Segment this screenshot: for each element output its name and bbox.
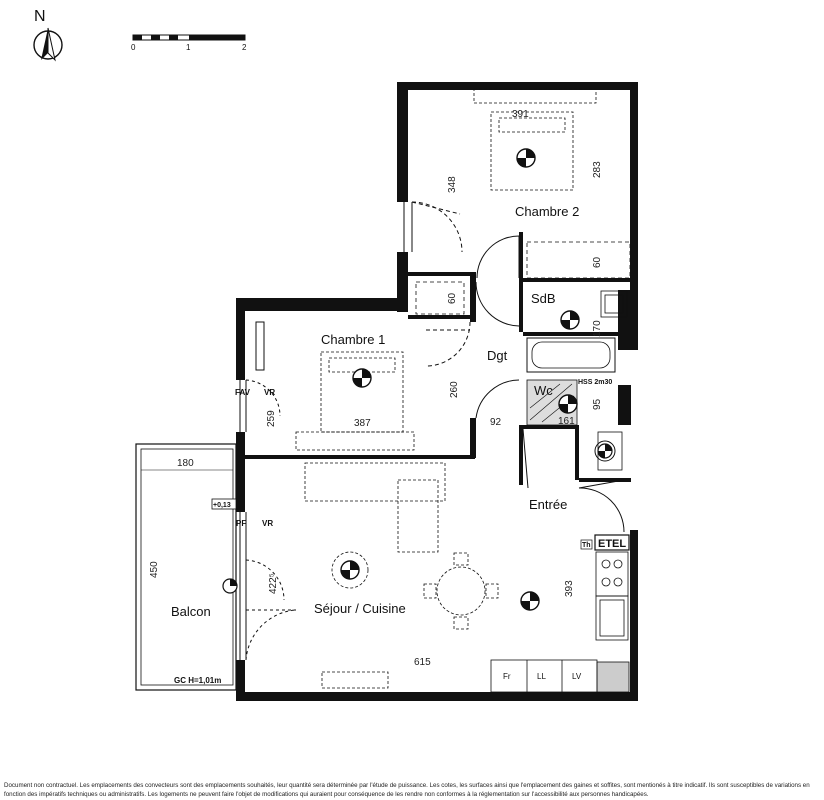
- marker-labels: FAV VR +0,13 PF VR GC H=1,01m HSS 2m30 E…: [174, 379, 630, 685]
- marker-hss: HSS 2m30: [578, 379, 612, 386]
- disclaimer-text: Document non contractuel. Les emplacemen…: [4, 782, 810, 798]
- marker-fav: FAV: [235, 388, 251, 397]
- marker-lv: LV: [572, 672, 582, 681]
- dimension-labels: 391 348 283 60 60 170 387 259 260 92 95 …: [149, 109, 603, 668]
- marker-level: +0,13: [213, 502, 231, 509]
- ceiling-light-icon: [331, 551, 369, 589]
- dim-balcon-height: 450: [149, 561, 160, 578]
- dim-sejour-width: 615: [414, 657, 431, 668]
- etel-box: [594, 534, 630, 551]
- room-labels: Chambre 2 SdB Chambre 1 Dgt Wc Entrée Sé…: [171, 204, 579, 619]
- room-wc: Wc: [534, 383, 553, 398]
- dim-entree-393: 393: [564, 580, 575, 597]
- room-sejour-cuisine: Séjour / Cuisine: [314, 601, 406, 616]
- scale-bar: 0 1 2: [131, 34, 247, 52]
- dim-sdb-170: 170: [592, 320, 603, 337]
- ceiling-light-icon: [558, 394, 578, 414]
- room-entree: Entrée: [529, 497, 567, 512]
- marker-th: Th: [582, 542, 591, 549]
- ceiling-light-icon: [560, 310, 580, 330]
- scale-tick-1: 1: [186, 43, 191, 52]
- dim-placard-60: 60: [447, 292, 458, 304]
- dim-ch1-right: 260: [449, 381, 460, 398]
- compass-north-label: N: [34, 8, 46, 25]
- exterior-walls: [236, 82, 638, 701]
- compass: N: [33, 8, 63, 62]
- room-balcon: Balcon: [171, 604, 211, 619]
- dim-placard-right: 60: [592, 256, 603, 268]
- doors: [245, 201, 625, 661]
- marker-gc: GC H=1,01m: [174, 676, 221, 685]
- ceiling-light-icon: [516, 148, 536, 168]
- light-markers: [222, 148, 613, 611]
- scale-tick-0: 0: [131, 43, 136, 52]
- compass-needle-icon: [41, 28, 48, 60]
- dim-ch2-width: 391: [512, 109, 529, 120]
- dim-wc-95: 95: [592, 398, 603, 410]
- marker-pf: PF: [236, 519, 246, 528]
- dim-ch1-width: 387: [354, 418, 371, 429]
- dim-ch2-left: 348: [447, 176, 458, 193]
- ceiling-light-icon: [352, 368, 372, 388]
- dim-balcon-width: 180: [177, 458, 194, 469]
- ceiling-light-icon: [597, 443, 613, 459]
- dim-ch2-right: 283: [592, 161, 603, 178]
- dim-dgt-92: 92: [490, 417, 502, 428]
- balcony: [135, 443, 237, 691]
- windows: [239, 202, 468, 660]
- dim-ch1-left: 259: [266, 410, 277, 427]
- level-marker-box: [211, 498, 237, 510]
- dim-sejour-4225: 422⁵: [268, 573, 279, 594]
- marker-ll: LL: [537, 672, 546, 681]
- room-dgt: Dgt: [487, 348, 508, 363]
- marker-fr: Fr: [503, 672, 511, 681]
- ceiling-light-icon: [520, 591, 540, 611]
- marker-vr-top: VR: [264, 388, 275, 397]
- ceiling-light-icon: [222, 578, 238, 594]
- interior-walls: [245, 232, 631, 485]
- room-sdb: SdB: [531, 291, 556, 306]
- compass-needle-half-icon: [47, 27, 56, 62]
- room-chambre-1: Chambre 1: [321, 332, 385, 347]
- dim-wc-161: 161: [558, 416, 575, 427]
- room-chambre-2: Chambre 2: [515, 204, 579, 219]
- marker-etel: ETEL: [598, 538, 626, 550]
- th-box: [580, 539, 593, 550]
- marker-vr-bottom: VR: [262, 519, 273, 528]
- scale-tick-2: 2: [242, 43, 247, 52]
